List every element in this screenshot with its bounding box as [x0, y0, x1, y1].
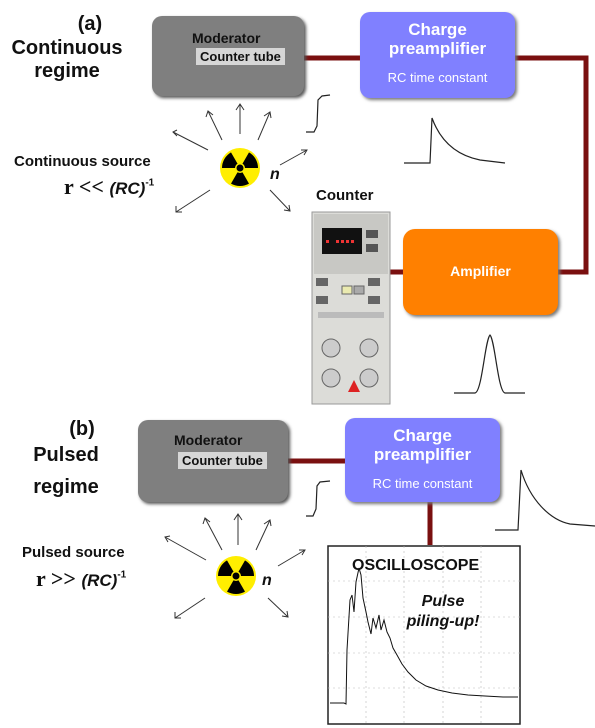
formula-op: >>	[50, 566, 76, 591]
step-signal-b	[306, 480, 331, 517]
neutron-label-a: n	[270, 166, 280, 183]
neutron-label-b: n	[262, 572, 272, 589]
radiation-icon	[220, 148, 260, 188]
panel-a-tag: (a)	[77, 13, 103, 35]
counter-tube-label: Counter tube	[178, 452, 267, 469]
panel-a-source-label: Continuous source	[14, 153, 151, 170]
oscilloscope-note-line2: piling-up!	[406, 613, 480, 630]
wire-preamp-to-amplifier	[515, 55, 589, 275]
oscilloscope-trace-icon	[330, 567, 518, 705]
panel-a-formula: r << (RC)-1	[64, 174, 154, 200]
counter-tube-label: Counter tube	[196, 48, 285, 65]
gaussian-signal-a	[454, 334, 525, 394]
neutron-arrows-a	[172, 103, 308, 213]
oscilloscope-title: OSCILLOSCOPE	[352, 557, 480, 574]
panel-b-source-label: Pulsed source	[22, 544, 125, 561]
decay-signal-a	[404, 117, 506, 164]
preamp-title-line1: Charge	[393, 426, 452, 445]
preamp-title-line2: preamplifier	[388, 39, 487, 58]
formula-r: r	[64, 174, 74, 199]
panel-a-title-line1: Continuous	[11, 37, 123, 59]
panel-b-title-line1: Pulsed	[33, 444, 99, 466]
formula-r: r	[36, 566, 46, 591]
decay-signal-b	[495, 469, 595, 531]
preamp-title-line1: Charge	[408, 20, 467, 39]
panel-b-tag: (b)	[69, 418, 95, 440]
preamp-box-a: Charge preamplifier RC time constant	[360, 12, 515, 98]
neutron-arrows-b	[164, 513, 306, 619]
formula-rc: (RC)	[81, 571, 118, 590]
counter-device-icon	[311, 211, 391, 405]
preamp-sub-label: RC time constant	[372, 476, 473, 491]
amplifier-box: Amplifier	[403, 229, 558, 315]
step-signal-a	[306, 94, 331, 133]
preamp-title-line2: preamplifier	[373, 445, 472, 464]
moderator-label: Moderator	[192, 30, 261, 46]
preamp-box-b: Charge preamplifier RC time constant	[345, 418, 500, 502]
formula-exp: -1	[117, 569, 127, 581]
moderator-label: Moderator	[174, 432, 243, 448]
preamp-sub-label: RC time constant	[387, 70, 488, 85]
panel-b-title-line2: regime	[33, 476, 99, 498]
moderator-box-a: Moderator Counter tube	[152, 16, 304, 96]
panel-a-title-line2: regime	[34, 60, 100, 82]
radiation-icon	[216, 556, 256, 596]
oscilloscope-screen	[327, 545, 521, 725]
formula-op: <<	[78, 174, 104, 199]
formula-rc: (RC)	[109, 179, 146, 198]
amplifier-label: Amplifier	[450, 263, 511, 279]
oscilloscope-note-line1: Pulse	[421, 593, 465, 610]
moderator-box-b: Moderator Counter tube	[138, 420, 288, 502]
counter-label: Counter	[316, 187, 374, 204]
formula-exp: -1	[145, 177, 155, 189]
panel-b-formula: r >> (RC)-1	[36, 566, 126, 592]
